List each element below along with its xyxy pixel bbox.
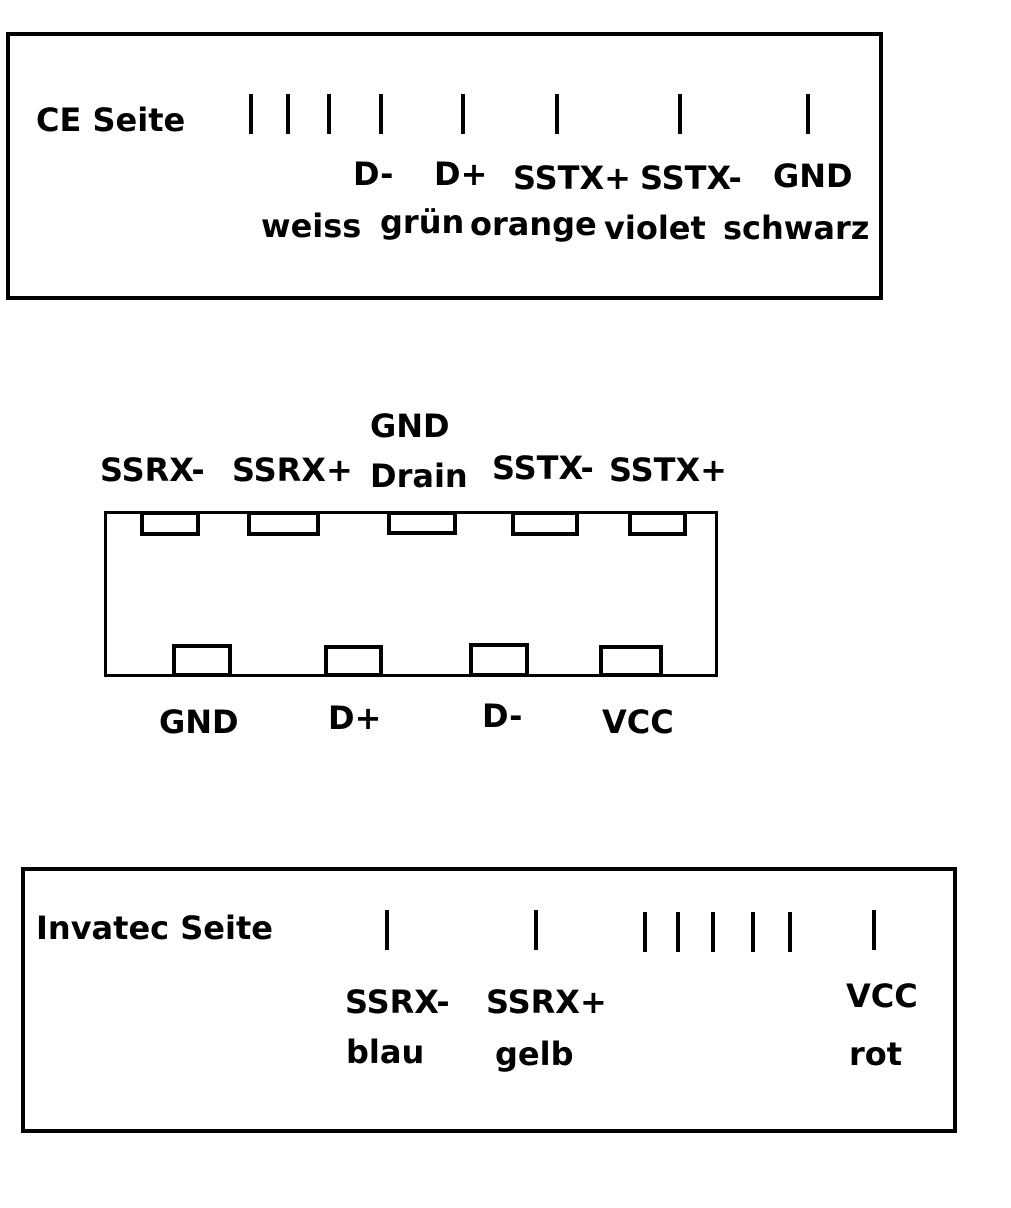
invatec-side-title: Invatec Seite xyxy=(36,909,273,947)
connector-pin-ssrx-plus xyxy=(247,511,320,536)
invatec-color-gelb: gelb xyxy=(495,1035,574,1073)
connector-pin-ssrx-minus xyxy=(140,511,200,536)
invatec-color-blau: blau xyxy=(346,1033,425,1071)
ce-wire-tick xyxy=(806,94,810,134)
connector-label-ssrx-plus: SSRX+ xyxy=(232,451,353,489)
connector-pin-gnd xyxy=(172,644,232,677)
connector-pin-gnd-drain xyxy=(387,511,457,535)
ce-color-violet: violet xyxy=(604,209,706,247)
invatec-signal-ssrx-plus: SSRX+ xyxy=(486,983,607,1021)
invatec-wire-tick xyxy=(711,912,715,952)
connector-pin-sstx-plus xyxy=(628,511,687,536)
ce-side-panel xyxy=(6,32,883,300)
invatec-wire-tick xyxy=(788,912,792,952)
invatec-signal-vcc: VCC xyxy=(846,977,918,1015)
ce-signal-d-plus: D+ xyxy=(434,155,488,193)
connector-label-bottom-vcc: VCC xyxy=(602,703,674,741)
ce-wire-tick xyxy=(379,94,383,134)
ce-color-orange: orange xyxy=(470,205,597,243)
connector-pin-sstx-minus xyxy=(511,511,579,536)
invatec-wire-tick xyxy=(676,912,680,952)
ce-color-schwarz: schwarz xyxy=(723,209,870,247)
ce-signal-sstx-plus: SSTX+ xyxy=(513,159,631,197)
connector-label-sstx-minus: SSTX- xyxy=(492,449,594,487)
invatec-side-panel xyxy=(21,867,957,1133)
invatec-color-rot: rot xyxy=(849,1035,903,1073)
invatec-wire-tick xyxy=(643,912,647,952)
ce-wire-tick xyxy=(286,94,290,134)
ce-signal-d-minus: D- xyxy=(353,155,394,193)
ce-wire-tick xyxy=(678,94,682,134)
invatec-signal-ssrx-minus: SSRX- xyxy=(345,983,450,1021)
connector-label-sstx-plus: SSTX+ xyxy=(609,451,727,489)
ce-side-title: CE Seite xyxy=(36,101,186,139)
connector-pin-d-minus xyxy=(469,643,529,677)
connector-pin-d-plus xyxy=(324,645,383,677)
invatec-wire-tick xyxy=(534,910,538,950)
connector-pin-vcc xyxy=(599,645,663,677)
invatec-wire-tick xyxy=(751,912,755,952)
ce-wire-tick xyxy=(249,94,253,134)
ce-color-gruen: grün xyxy=(380,203,465,241)
connector-label-bottom-d-plus: D+ xyxy=(328,699,382,737)
ce-wire-tick xyxy=(461,94,465,134)
connector-label-gnd: GND xyxy=(370,407,450,445)
invatec-wire-tick xyxy=(385,910,389,950)
connector-label-ssrx-minus: SSRX- xyxy=(100,451,205,489)
connector-label-bottom-d-minus: D- xyxy=(482,697,523,735)
invatec-wire-tick xyxy=(872,910,876,950)
connector-label-bottom-gnd: GND xyxy=(159,703,239,741)
ce-color-weiss: weiss xyxy=(261,207,362,245)
connector-label-drain: Drain xyxy=(370,457,468,495)
ce-signal-gnd: GND xyxy=(773,157,853,195)
ce-wire-tick xyxy=(327,94,331,134)
ce-wire-tick xyxy=(555,94,559,134)
ce-signal-sstx-minus: SSTX- xyxy=(640,159,742,197)
